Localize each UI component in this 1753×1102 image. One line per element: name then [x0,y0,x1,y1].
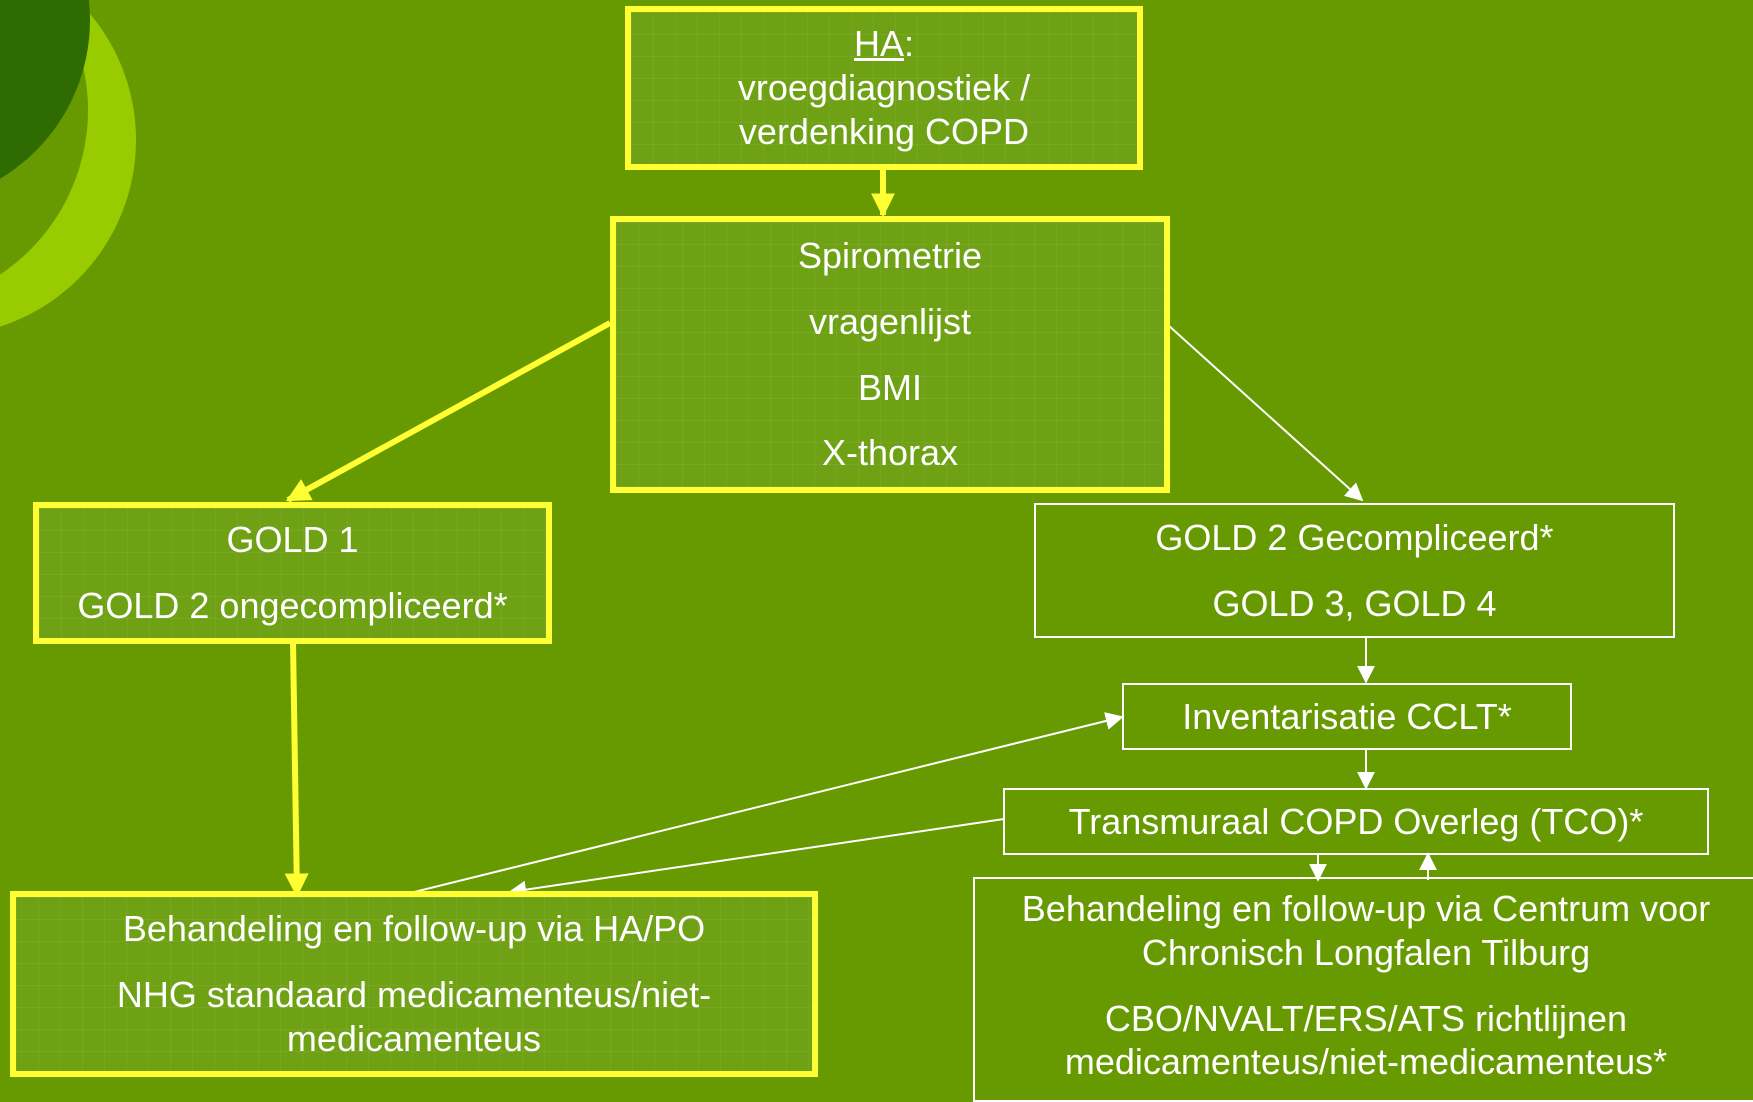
ha-box-line2: vroegdiagnostiek / [737,67,1031,109]
cclt-label: Inventarisatie CCLT* [1182,695,1512,737]
ha-box: HA: vroegdiagnostiek / verdenking COPD [625,6,1143,170]
ha-treatment-line3: medicamenteus [286,1017,542,1059]
ha-box-title: HA: [854,22,914,66]
center-treatment-line4: medicamenteus/niet-medicamenteus* [1064,1041,1668,1083]
gold-mild-line1: GOLD 1 [226,519,359,561]
cclt-box: Inventarisatie CCLT* [1122,683,1572,750]
test-item-xthorax: X-thorax [821,432,959,474]
test-item-bmi: BMI [857,366,922,408]
tco-label: Transmuraal COPD Overleg (TCO)* [1068,800,1644,842]
arrow-tests-to-gold-right [1167,324,1364,502]
center-treatment-line2: Chronisch Longfalen Tilburg [1141,931,1591,973]
arrow-gold-left-to-ha-treatment [284,641,309,898]
center-treatment-line1: Behandeling en follow-up via Centrum voo… [1021,887,1711,929]
ha-label: HA [853,23,904,65]
center-treatment-line3: CBO/NVALT/ERS/ATS richtlijnen [1104,997,1628,1039]
gold-severe-line2: GOLD 3, GOLD 4 [1212,582,1497,624]
decor-circle-dark [0,0,90,179]
gold-severe-box: GOLD 2 Gecompliceerd* GOLD 3, GOLD 4 [1034,503,1675,638]
ha-treatment-line1: Behandeling en follow-up via HA/PO [122,908,706,950]
ha-label-colon: : [904,23,915,65]
arrow-ha-treatment-to-cclt [397,712,1124,897]
diagnostics-box: Spirometrie vragenlijst BMI X-thorax [610,216,1170,493]
arrow-tco-to-ha-treatment [508,818,1005,899]
test-item-spirometry: Spirometrie [797,234,983,276]
test-item-questionnaire: vragenlijst [808,300,972,342]
gold-mild-box: GOLD 1 GOLD 2 ongecompliceerd* [33,502,552,644]
ha-treatment-line2: NHG standaard medicamenteus/niet- [116,974,712,1016]
gold-severe-line1: GOLD 2 Gecompliceerd* [1155,516,1554,558]
arrow-tests-to-gold-left [285,320,612,503]
tco-box: Transmuraal COPD Overleg (TCO)* [1003,788,1709,855]
center-treatment-box: Behandeling en follow-up via Centrum voo… [973,877,1753,1102]
ha-treatment-box: Behandeling en follow-up via HA/PO NHG s… [10,891,818,1077]
ha-box-line3: verdenking COPD [738,110,1030,152]
gold-mild-line2: GOLD 2 ongecompliceerd* [77,585,508,626]
